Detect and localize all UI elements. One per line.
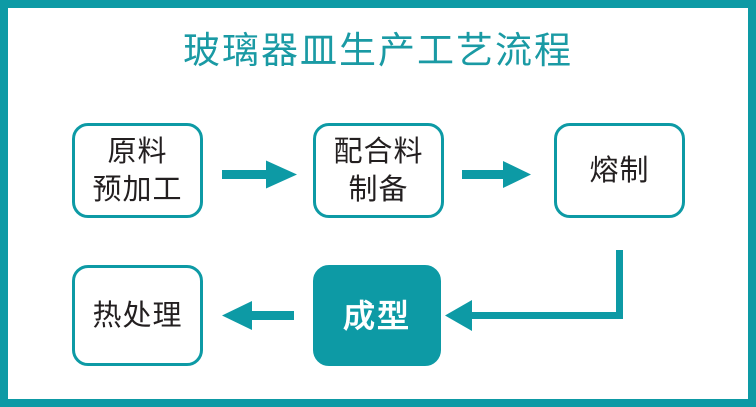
node-label: 成型	[342, 297, 411, 334]
process-node-forming[interactable]: 成型	[313, 265, 441, 366]
node-label: 熔制	[589, 154, 650, 187]
page-title: 玻璃器皿生产工艺流程	[183, 30, 573, 71]
process-node-raw-material[interactable]: 原料 预加工	[72, 123, 203, 218]
process-node-batch-preparation[interactable]: 配合料 制备	[313, 123, 444, 218]
connector-batch-to-melt	[462, 161, 531, 188]
connector-raw-to-batch	[222, 160, 297, 189]
process-node-heat-treatment[interactable]: 热处理	[72, 265, 203, 366]
process-node-melting[interactable]: 熔制	[554, 123, 685, 218]
node-label: 原料 预加工	[92, 135, 183, 206]
node-label: 配合料 制备	[333, 135, 424, 206]
connector-melt-to-forming	[445, 250, 623, 331]
connector-forming-to-anneal	[222, 301, 294, 330]
node-label: 热处理	[92, 299, 183, 332]
